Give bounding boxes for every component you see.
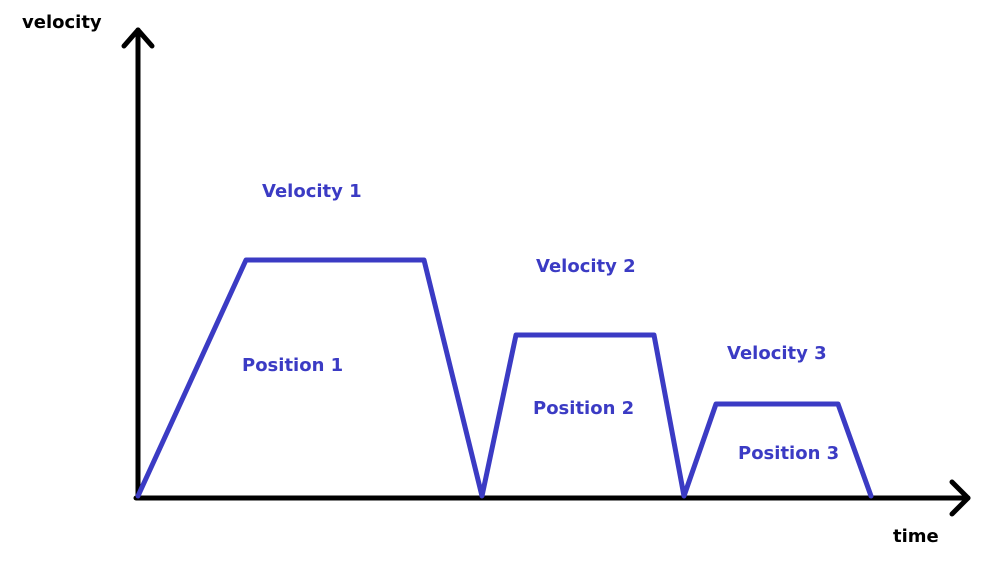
- x-axis-arrow-icon: [949, 479, 971, 517]
- y-axis-arrow-icon: [121, 27, 155, 49]
- segment-3-velocity-label: Velocity 3: [727, 343, 827, 364]
- y-axis-label: velocity: [22, 12, 102, 33]
- x-axis: [133, 479, 971, 517]
- segment-2-position-label: Position 2: [533, 398, 634, 419]
- velocity-profile-line: [135, 257, 874, 499]
- segment-1-velocity-label: Velocity 1: [262, 181, 362, 202]
- x-axis-label: time: [893, 526, 939, 547]
- segment-3-position-label: Position 3: [738, 443, 839, 464]
- segment-2-velocity-label: Velocity 2: [536, 256, 636, 277]
- y-axis: [121, 27, 155, 501]
- segment-1-position-label: Position 1: [242, 355, 343, 376]
